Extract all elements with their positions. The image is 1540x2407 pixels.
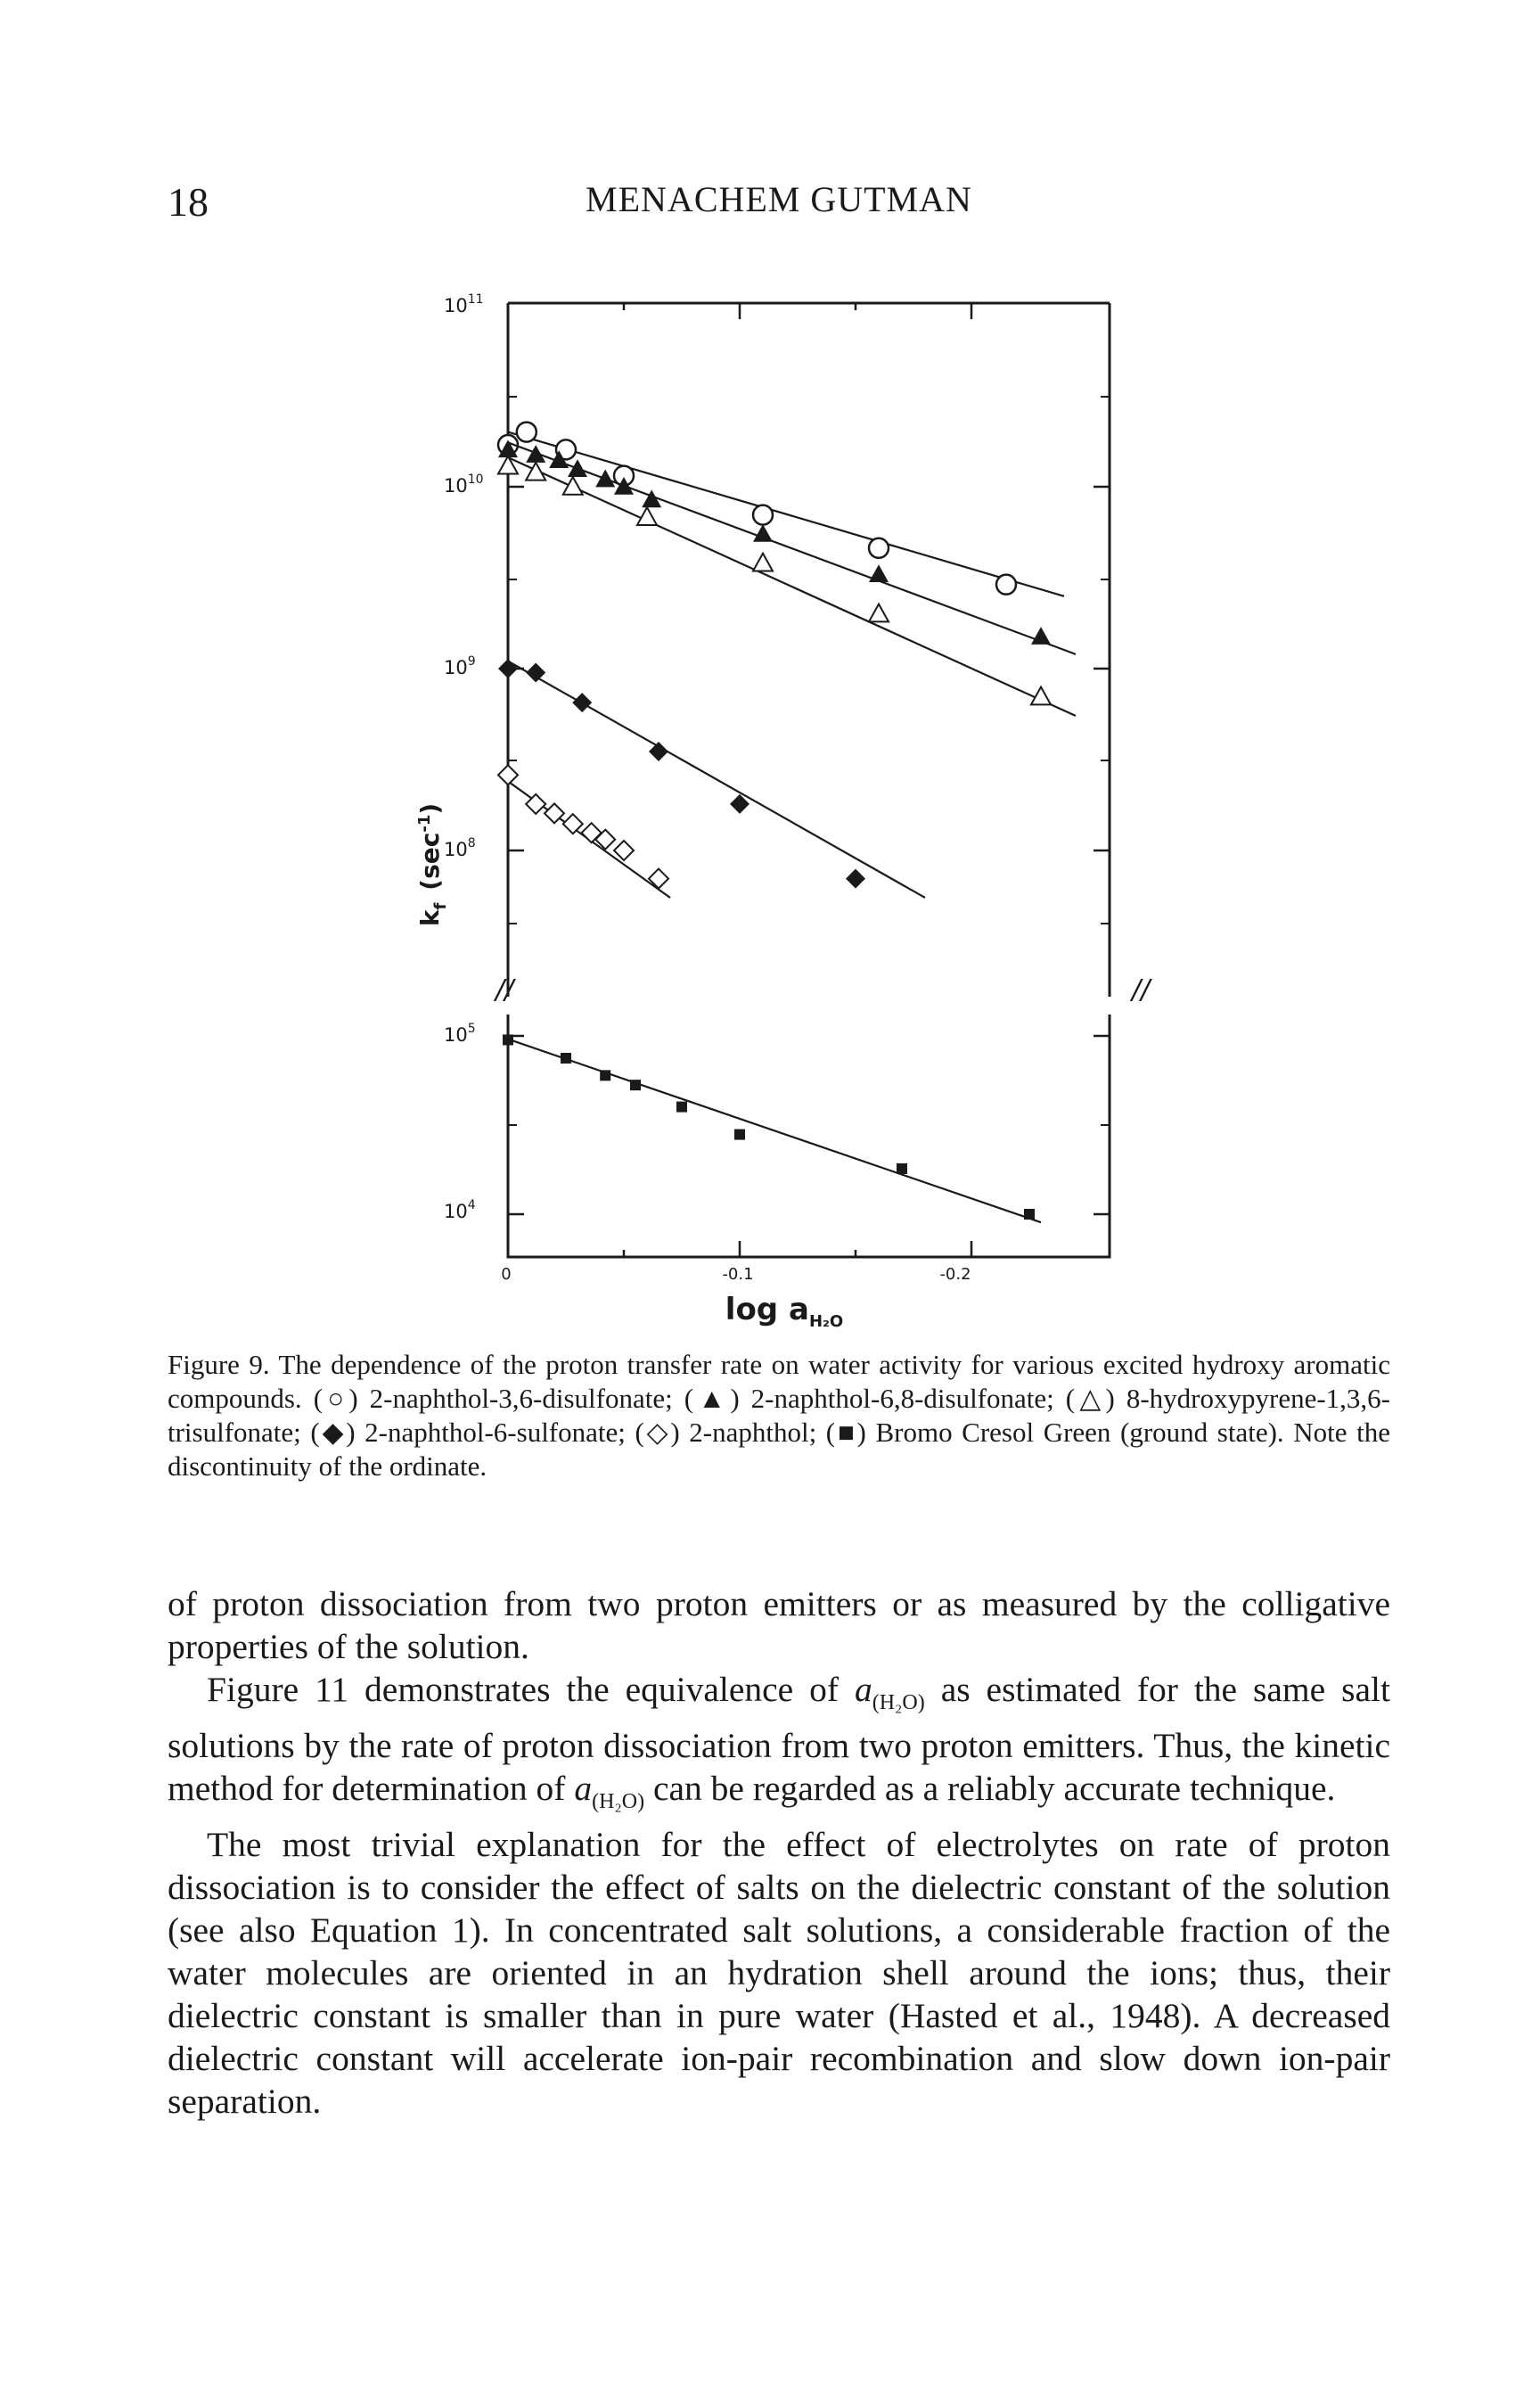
paragraph-3: The most trivial explanation for the eff… (168, 1824, 1390, 2121)
svg-text:kf(sec-1): kf(sec-1) (415, 803, 450, 926)
upper-frame (506, 301, 1111, 997)
data-point-open-triangle (561, 474, 585, 496)
data-point-open-triangle (751, 551, 774, 572)
paragraph-2: Figure 11 demonstrates the equivalence o… (168, 1670, 1390, 1813)
data-point-open-diamond (612, 839, 635, 862)
x-axis-label: log aH₂O (725, 1292, 843, 1331)
data-point-filled-diamond (649, 742, 668, 762)
data-point-open-triangle (635, 505, 659, 526)
data-point-filled-triangle (549, 450, 569, 468)
data-point-open-circle (995, 573, 1018, 596)
data-point-filled-diamond (846, 868, 865, 889)
data-point-filled-square (734, 1129, 745, 1140)
data-point-open-circle (751, 504, 774, 526)
data-point-filled-diamond (498, 659, 518, 678)
data-point-filled-square (630, 1080, 641, 1091)
y-tick-label: 105 (444, 1022, 476, 1046)
data-point-filled-square (897, 1162, 907, 1174)
data-point-filled-diamond (572, 693, 593, 713)
data-point-open-triangle (867, 602, 890, 623)
axis-break-mark-left: // (493, 974, 516, 1006)
y-tick-label: 1011 (444, 292, 484, 316)
data-point-open-triangle (496, 454, 520, 475)
data-point-filled-triangle (568, 459, 587, 478)
paragraph-1: of proton dissociation from two proton e… (168, 1584, 1390, 1666)
data-point-open-diamond (524, 793, 547, 816)
data-point-filled-square (503, 1034, 513, 1046)
y-tick-label: 1010 (444, 472, 484, 497)
data-point-filled-square (600, 1070, 611, 1081)
data-point-filled-square (561, 1052, 571, 1064)
y-axis-label: kf(sec-1) (415, 803, 450, 926)
x-tick-label: -0.1 (722, 1265, 753, 1284)
fit-line-filled-diamond (507, 660, 926, 899)
data-point-filled-triangle (614, 477, 634, 495)
data-point-filled-triangle (753, 523, 773, 542)
data-point-open-circle (515, 421, 538, 443)
data-point-open-diamond (543, 801, 566, 825)
data-point-filled-triangle (526, 445, 546, 463)
plot-layer (496, 301, 1111, 1259)
fit-line-open-circle (507, 431, 1065, 597)
figure-caption: Figure 9. The dependence of the proton t… (168, 1348, 1390, 1483)
data-point-filled-square (676, 1101, 687, 1113)
page-header: 18 MENACHEM GUTMAN (168, 178, 1390, 232)
data-point-open-diamond (594, 828, 617, 851)
y-tick-label: 109 (444, 654, 476, 678)
y-tick-label: 104 (444, 1198, 476, 1222)
y-tick-label: 108 (444, 836, 476, 860)
body-text: of proton dissociation from two proton e… (168, 1582, 1390, 2123)
fit-line-filled-triangle (507, 441, 1077, 655)
data-point-filled-diamond (526, 662, 546, 683)
fit-line-open-triangle (507, 456, 1077, 717)
data-point-open-circle (867, 537, 890, 560)
figure-9: 1011 1010 109 108 105 104 kf(sec-1) // /… (356, 267, 1212, 1337)
data-point-filled-triangle (498, 440, 518, 458)
y-tick-labels: 1011 1010 109 108 105 104 (444, 292, 484, 1222)
data-point-filled-triangle (642, 489, 662, 508)
running-head: MENACHEM GUTMAN (586, 179, 972, 219)
x-tick-label: 0 (501, 1265, 511, 1284)
data-point-filled-square (1024, 1209, 1035, 1220)
caption-label: Figure 9. (168, 1349, 270, 1380)
data-point-filled-triangle (869, 564, 889, 583)
lower-frame (506, 1015, 1111, 1259)
data-point-open-diamond (561, 812, 585, 835)
caption-text: The dependence of the proton transfer ra… (168, 1349, 1390, 1482)
data-point-open-diamond (647, 867, 670, 891)
page-number: 18 (168, 179, 209, 225)
data-point-filled-triangle (1031, 627, 1051, 645)
figure-plot: 1011 1010 109 108 105 104 kf(sec-1) // /… (415, 292, 1152, 1331)
data-point-open-triangle (1029, 685, 1053, 706)
data-point-filled-triangle (595, 469, 616, 488)
fit-line-filled-square (507, 1038, 1042, 1224)
x-tick-label: -0.2 (939, 1265, 971, 1284)
data-point-open-diamond (496, 763, 520, 786)
axis-break-mark-right: // (1129, 974, 1152, 1006)
x-tick-labels: 0 -0.1 -0.2 (501, 1265, 971, 1284)
data-point-filled-diamond (730, 793, 750, 814)
data-point-open-triangle (524, 460, 547, 481)
